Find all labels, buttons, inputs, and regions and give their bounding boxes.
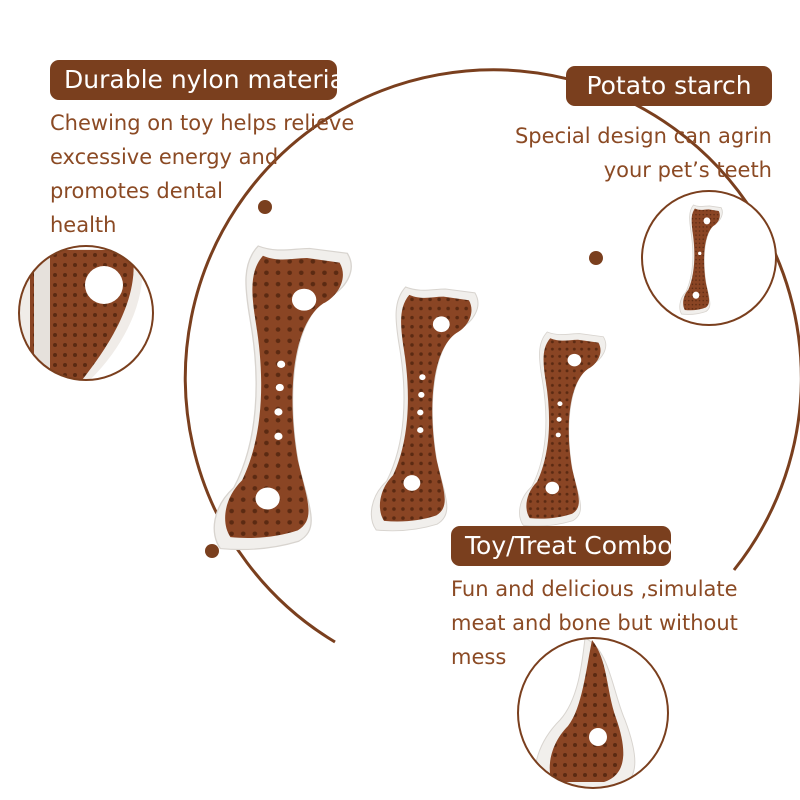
durable-nylon-badge: Durable nylon material — [50, 60, 352, 100]
bone-large — [213, 245, 352, 551]
zoom-small-bone — [641, 190, 777, 326]
description-line: excessive energy and — [50, 145, 279, 169]
bone-medium — [370, 286, 479, 532]
potato-starch-description: Special design can agrin your pet’s teet… — [515, 119, 772, 187]
description-line: meat and bone but without — [451, 611, 738, 635]
zoom-texture-detail — [18, 245, 154, 381]
arc-dot-right — [589, 251, 603, 265]
zoom-bone-end — [517, 637, 669, 789]
bone-small — [519, 331, 607, 527]
toy-treat-combo-description: Fun and delicious ,simulate meat and bon… — [451, 572, 738, 674]
toy-treat-combo-badge: Toy/Treat Combo — [451, 526, 673, 566]
description-line: promotes dental — [50, 179, 223, 203]
description-line: Chewing on toy helps relieve — [50, 111, 355, 135]
description-line: your pet’s teeth — [603, 158, 772, 182]
arc-dot-bottom — [205, 544, 219, 558]
description-line: Special design can agrin — [514, 124, 772, 148]
durable-nylon-description: Chewing on toy helps relieve excessive e… — [50, 106, 354, 242]
arc-dot-left — [258, 200, 272, 214]
description-line: Fun and delicious ,simulate — [451, 577, 738, 601]
potato-starch-badge: Potato starch — [566, 66, 772, 106]
description-line: health — [50, 213, 117, 237]
description-line: mess — [451, 645, 507, 669]
